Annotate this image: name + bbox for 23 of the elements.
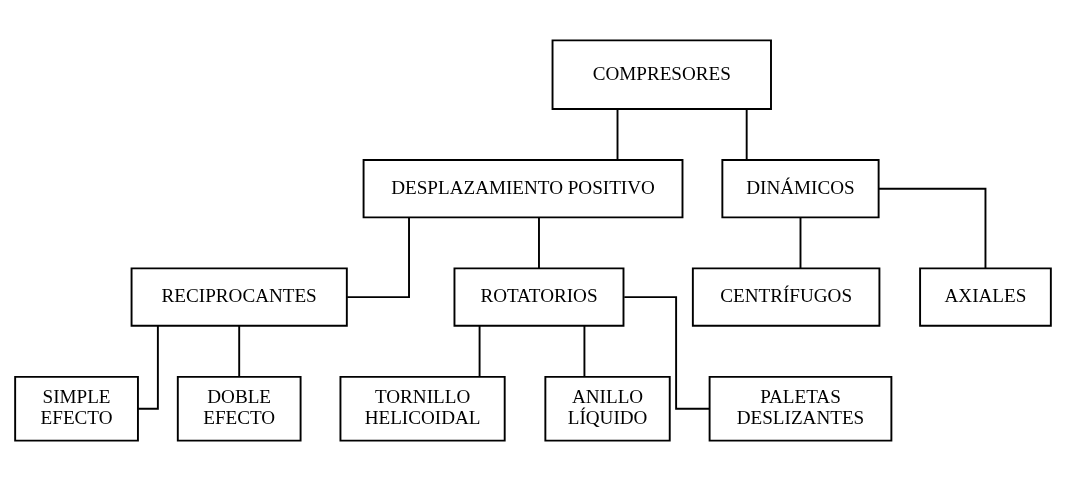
connector (538, 216, 540, 269)
connector (745, 108, 748, 161)
connector (346, 216, 410, 299)
connector (799, 216, 802, 269)
node-box: DINÁMICOS (721, 159, 880, 219)
connector (877, 187, 987, 269)
connector (583, 324, 586, 378)
node-box: AXIALES (919, 267, 1052, 327)
connector (478, 324, 481, 378)
connector (238, 324, 241, 378)
node-box: DESPLAZAMIENTO POSITIVO (362, 159, 684, 219)
node-box: ANILLO LÍQUIDO (544, 375, 671, 442)
node-box: COMPRESORES (551, 39, 772, 110)
node-box: RECIPROCANTES (130, 267, 348, 327)
node-box: ROTATORIOS (453, 267, 625, 327)
connector (137, 324, 159, 410)
connector (623, 296, 711, 410)
node-box: PALETAS DESLIZANTES (708, 375, 893, 442)
node-box: DOBLE EFECTO (176, 375, 302, 442)
connector (616, 108, 619, 161)
node-box: CENTRÍFUGOS (691, 267, 881, 327)
node-box: SIMPLE EFECTO (14, 375, 139, 442)
node-box: TORNILLO HELICOIDAL (339, 375, 506, 442)
